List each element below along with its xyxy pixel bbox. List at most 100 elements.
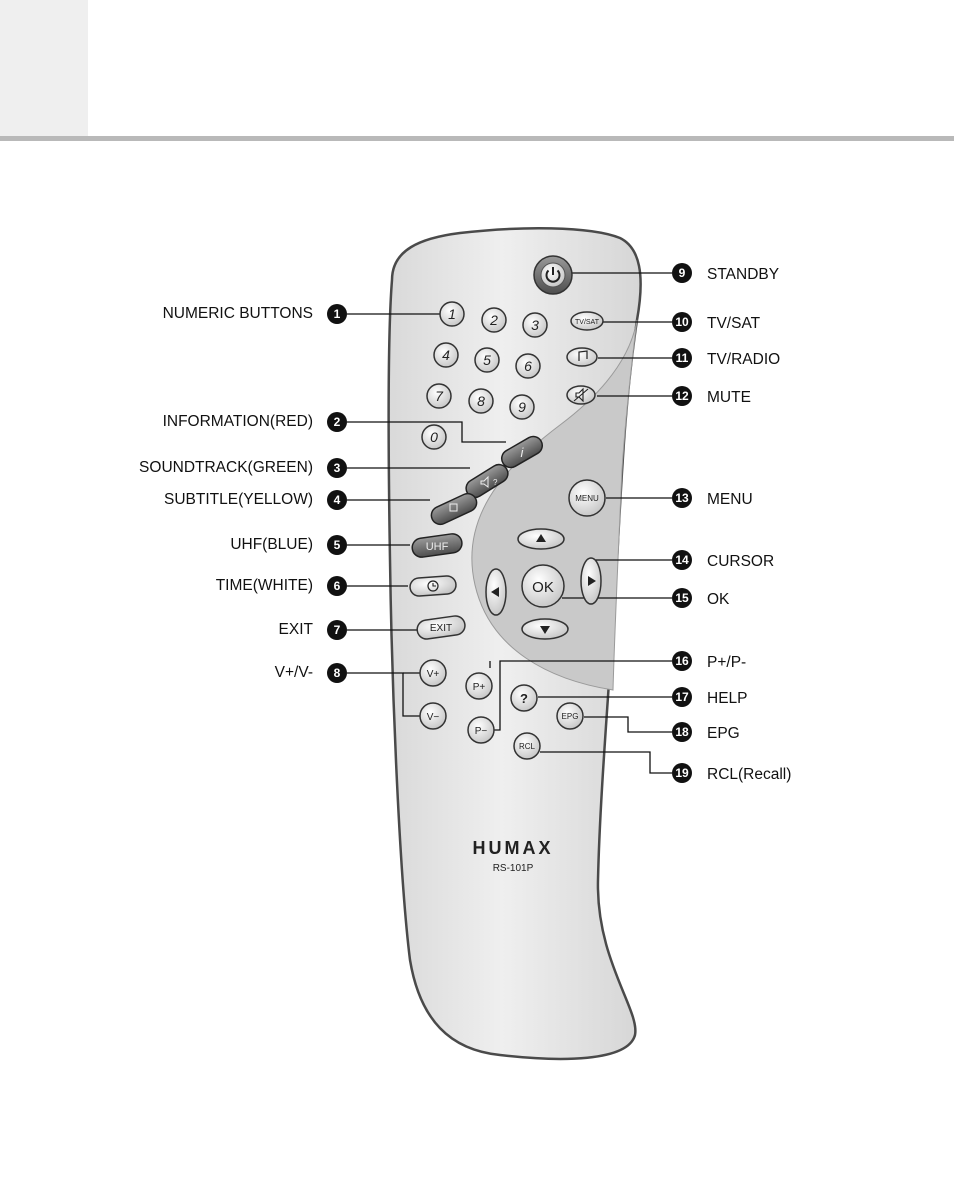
pminus-label: P−	[475, 726, 488, 737]
digit-button-4[interactable]: 4	[433, 342, 459, 368]
info-label: i	[521, 445, 525, 460]
callout-label: P+/P-	[707, 654, 746, 671]
cursor-down-button[interactable]	[521, 618, 569, 640]
callout-5: 5 UHF(BLUE)	[230, 535, 347, 555]
callout-3: 3 SOUNDTRACK(GREEN)	[139, 458, 347, 478]
digit-label: 9	[518, 399, 526, 415]
clock-icon	[427, 580, 439, 592]
arrow-down-icon	[540, 626, 550, 634]
callout-number: 13	[675, 491, 689, 505]
tvsat-button[interactable]: TV/SAT	[570, 311, 604, 331]
help-button[interactable]: ?	[510, 684, 538, 712]
callout-label: NUMERIC BUTTONS	[163, 305, 313, 322]
callout-number: 4	[334, 493, 341, 507]
callout-lines-left	[347, 313, 506, 717]
callout-number: 16	[675, 654, 689, 668]
program-up-button[interactable]: P+	[465, 672, 493, 700]
digit-button-7[interactable]: 7	[426, 383, 452, 409]
callout-number: 10	[675, 315, 689, 329]
callout-13: 13 MENU	[672, 488, 753, 508]
callout-2: 2 INFORMATION(RED)	[163, 412, 347, 432]
digit-label: 5	[483, 352, 491, 368]
digit-button-2[interactable]: 2	[481, 307, 507, 333]
epg-button[interactable]: EPG	[556, 702, 584, 730]
callout-11: 11 TV/RADIO	[672, 348, 780, 368]
help-label: ?	[520, 691, 528, 706]
callout-12: 12 MUTE	[672, 386, 751, 406]
pplus-label: P+	[473, 682, 486, 693]
callout-6: 6 TIME(WHITE)	[216, 576, 347, 596]
digit-button-3[interactable]: 3	[522, 312, 548, 338]
mute-icon	[573, 387, 589, 403]
callout-label: EPG	[707, 725, 740, 742]
brand-logo: HUMAX	[473, 838, 554, 858]
cursor-up-button[interactable]	[517, 528, 565, 550]
volume-up-button[interactable]: V+	[419, 659, 447, 687]
uhf-button[interactable]: UHF	[411, 533, 463, 559]
ok-button[interactable]: OK	[521, 564, 565, 608]
callout-9: 9 STANDBY	[672, 263, 779, 283]
digit-button-8[interactable]: 8	[468, 388, 494, 414]
cursor-right-button[interactable]	[580, 557, 602, 605]
digit-label: 0	[430, 429, 438, 445]
callout-number: 6	[334, 579, 341, 593]
callout-label: TV/RADIO	[707, 351, 780, 368]
tvradio-button[interactable]	[566, 347, 598, 367]
header-block	[0, 0, 88, 136]
callout-label: EXIT	[279, 621, 314, 638]
menu-label: MENU	[575, 494, 599, 503]
menu-button[interactable]: MENU	[568, 479, 606, 517]
info-button[interactable]: i	[498, 433, 545, 471]
callout-19: 19 RCL(Recall)	[672, 763, 791, 783]
cursor-left-button[interactable]	[485, 568, 507, 616]
speaker-question-icon: ?	[480, 475, 498, 488]
program-down-button[interactable]: P−	[467, 716, 495, 744]
digit-button-5[interactable]: 5	[474, 347, 500, 373]
volume-down-button[interactable]: V−	[419, 702, 447, 730]
arrow-right-icon	[588, 576, 596, 586]
digit-label: 6	[524, 358, 532, 374]
callout-number: 1	[334, 307, 341, 321]
callout-label: UHF(BLUE)	[230, 536, 313, 553]
callout-label: MENU	[707, 491, 753, 508]
callout-label: RCL(Recall)	[707, 766, 791, 783]
subtitle-icon	[449, 503, 458, 512]
exit-button[interactable]: EXIT	[416, 615, 466, 640]
callout-number: 11	[676, 351, 689, 365]
arrow-up-icon	[536, 534, 546, 542]
rcl-button[interactable]: RCL	[513, 732, 541, 760]
digit-label: 2	[489, 312, 498, 328]
callout-lines-right	[489, 272, 672, 774]
epg-label: EPG	[562, 712, 579, 721]
callout-label: SOUNDTRACK(GREEN)	[139, 459, 313, 476]
time-button[interactable]	[409, 575, 457, 597]
callout-number: 14	[675, 553, 689, 567]
tvsat-label: TV/SAT	[575, 319, 600, 326]
callout-18: 18 EPG	[672, 722, 740, 742]
arrow-left-icon	[491, 587, 499, 597]
digit-label: 4	[442, 347, 450, 363]
digit-button-1[interactable]: 1	[439, 301, 465, 327]
callout-number: 8	[334, 666, 341, 680]
digit-button-9[interactable]: 9	[509, 394, 535, 420]
callout-label: MUTE	[707, 389, 751, 406]
callout-label: TIME(WHITE)	[216, 577, 313, 594]
digit-button-0[interactable]: 0	[421, 424, 447, 450]
callout-1: 1 NUMERIC BUTTONS	[163, 304, 347, 324]
callout-label: INFORMATION(RED)	[163, 413, 313, 430]
callout-label: SUBTITLE(YELLOW)	[164, 491, 313, 508]
callout-label: CURSOR	[707, 553, 774, 570]
callout-label: HELP	[707, 690, 748, 707]
callout-number: 18	[675, 725, 689, 739]
digit-button-6[interactable]: 6	[515, 353, 541, 379]
callout-number: 9	[679, 266, 686, 280]
callout-number: 19	[675, 766, 689, 780]
mute-button[interactable]	[566, 385, 596, 405]
callout-15: 15 OK	[672, 588, 730, 608]
callout-number: 12	[675, 389, 689, 403]
subtitle-button[interactable]	[428, 491, 479, 528]
standby-button[interactable]	[533, 255, 573, 295]
digit-label: 7	[435, 388, 444, 404]
digit-label: 1	[448, 306, 456, 322]
